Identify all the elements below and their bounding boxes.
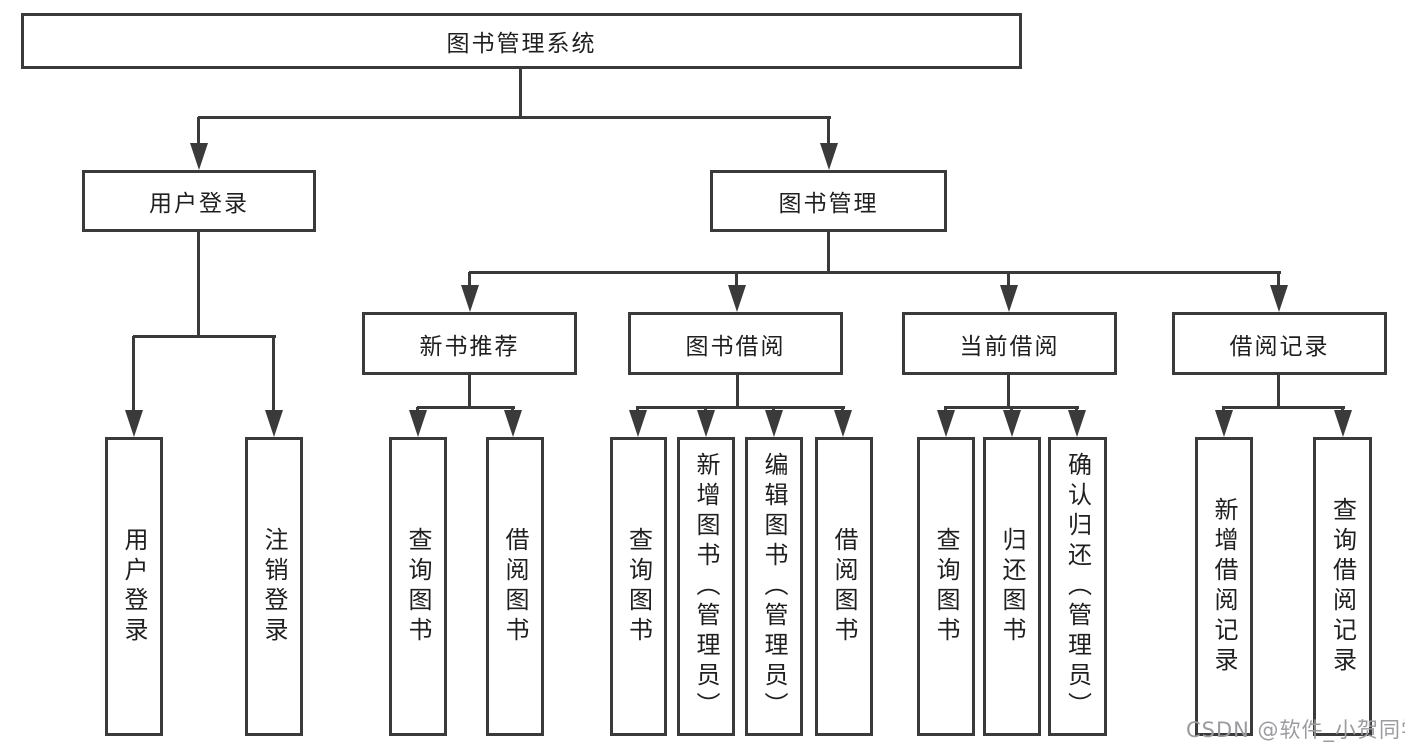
arrow-down-icon bbox=[125, 336, 143, 437]
node-label: 编辑图书（管理员） bbox=[760, 451, 788, 722]
connector-line bbox=[827, 232, 830, 274]
node-book-management: 图书管理 bbox=[710, 170, 947, 232]
node-label: 借阅图书 bbox=[501, 526, 529, 647]
node-label: 新增图书（管理员） bbox=[692, 451, 720, 722]
node-label: 注销登录 bbox=[260, 526, 288, 647]
node-leaf-borrow-books-recommend: 借阅图书 bbox=[486, 437, 544, 736]
node-leaf-query-borrow-record: 查询借阅记录 bbox=[1313, 437, 1372, 736]
arrow-down-icon bbox=[1000, 272, 1018, 312]
node-label: 新书推荐 bbox=[419, 333, 520, 360]
connector-line bbox=[198, 116, 831, 119]
connector-line bbox=[1277, 375, 1280, 409]
node-label: 用户登录 bbox=[149, 191, 249, 217]
arrow-down-icon bbox=[1068, 407, 1086, 437]
arrow-down-icon bbox=[697, 407, 715, 437]
node-label: 查询图书 bbox=[932, 526, 960, 647]
node-leaf-query-books-recommend: 查询图书 bbox=[389, 437, 447, 736]
connector-line bbox=[636, 406, 845, 409]
connector-line bbox=[197, 232, 200, 338]
node-borrowing-records: 借阅记录 bbox=[1172, 312, 1387, 375]
node-label: 确认归还（管理员） bbox=[1063, 451, 1092, 722]
node-label: 新增借阅记录 bbox=[1210, 496, 1238, 677]
arrow-down-icon bbox=[461, 272, 479, 312]
node-current-borrowing: 当前借阅 bbox=[902, 312, 1117, 375]
arrow-down-icon bbox=[265, 336, 283, 437]
node-label: 用户登录 bbox=[120, 526, 148, 647]
node-new-book-recommend: 新书推荐 bbox=[362, 312, 577, 375]
arrow-down-icon bbox=[1003, 407, 1021, 437]
node-leaf-borrow-books: 借阅图书 bbox=[815, 437, 873, 736]
node-leaf-add-books-admin: 新增图书（管理员） bbox=[677, 437, 735, 736]
connector-line bbox=[417, 406, 515, 409]
node-leaf-logout: 注销登录 bbox=[245, 437, 303, 736]
node-label: 归还图书 bbox=[998, 526, 1026, 647]
connector-line bbox=[468, 375, 471, 409]
arrow-down-icon bbox=[629, 407, 647, 437]
arrow-down-icon bbox=[1334, 407, 1352, 437]
arrow-down-icon bbox=[1215, 407, 1233, 437]
node-label: 图书借阅 bbox=[685, 333, 786, 360]
node-label: 查询借阅记录 bbox=[1328, 496, 1357, 677]
arrow-down-icon bbox=[728, 272, 746, 312]
arrow-down-icon bbox=[937, 407, 955, 437]
node-label: 查询图书 bbox=[624, 526, 653, 647]
connector-line bbox=[736, 375, 739, 409]
node-label: 借阅记录 bbox=[1229, 333, 1330, 360]
connector-line bbox=[1007, 375, 1010, 409]
node-label: 当前借阅 bbox=[959, 333, 1060, 360]
arrow-down-icon bbox=[1270, 272, 1288, 312]
arrow-down-icon bbox=[820, 117, 838, 170]
node-leaf-confirm-return-admin: 确认归还（管理员） bbox=[1048, 437, 1107, 736]
node-library-management-system: 图书管理系统 bbox=[21, 13, 1022, 69]
node-leaf-query-books-current: 查询图书 bbox=[917, 437, 975, 736]
connector-line bbox=[1222, 406, 1345, 409]
connector-line bbox=[133, 335, 276, 338]
connector-line bbox=[469, 271, 1281, 274]
node-label: 图书管理 bbox=[778, 191, 879, 217]
node-leaf-add-borrow-record: 新增借阅记录 bbox=[1195, 437, 1253, 736]
node-user-login: 用户登录 bbox=[82, 170, 316, 232]
node-label: 查询图书 bbox=[404, 526, 432, 647]
node-leaf-return-books: 归还图书 bbox=[983, 437, 1041, 736]
node-leaf-query-books-borrowing: 查询图书 bbox=[610, 437, 667, 736]
arrow-down-icon bbox=[190, 117, 208, 170]
connector-line bbox=[519, 69, 522, 118]
arrow-down-icon bbox=[834, 407, 852, 437]
node-book-borrowing: 图书借阅 bbox=[628, 312, 843, 375]
arrow-down-icon bbox=[504, 407, 522, 437]
csdn-watermark: CSDN @软件_小贺同学 bbox=[1186, 718, 1405, 742]
node-label: 借阅图书 bbox=[830, 526, 858, 647]
node-leaf-user-login: 用户登录 bbox=[105, 437, 163, 736]
node-label: 图书管理系统 bbox=[446, 31, 597, 57]
node-leaf-edit-books-admin: 编辑图书（管理员） bbox=[745, 437, 803, 736]
arrow-down-icon bbox=[409, 407, 427, 437]
arrow-down-icon bbox=[765, 407, 783, 437]
